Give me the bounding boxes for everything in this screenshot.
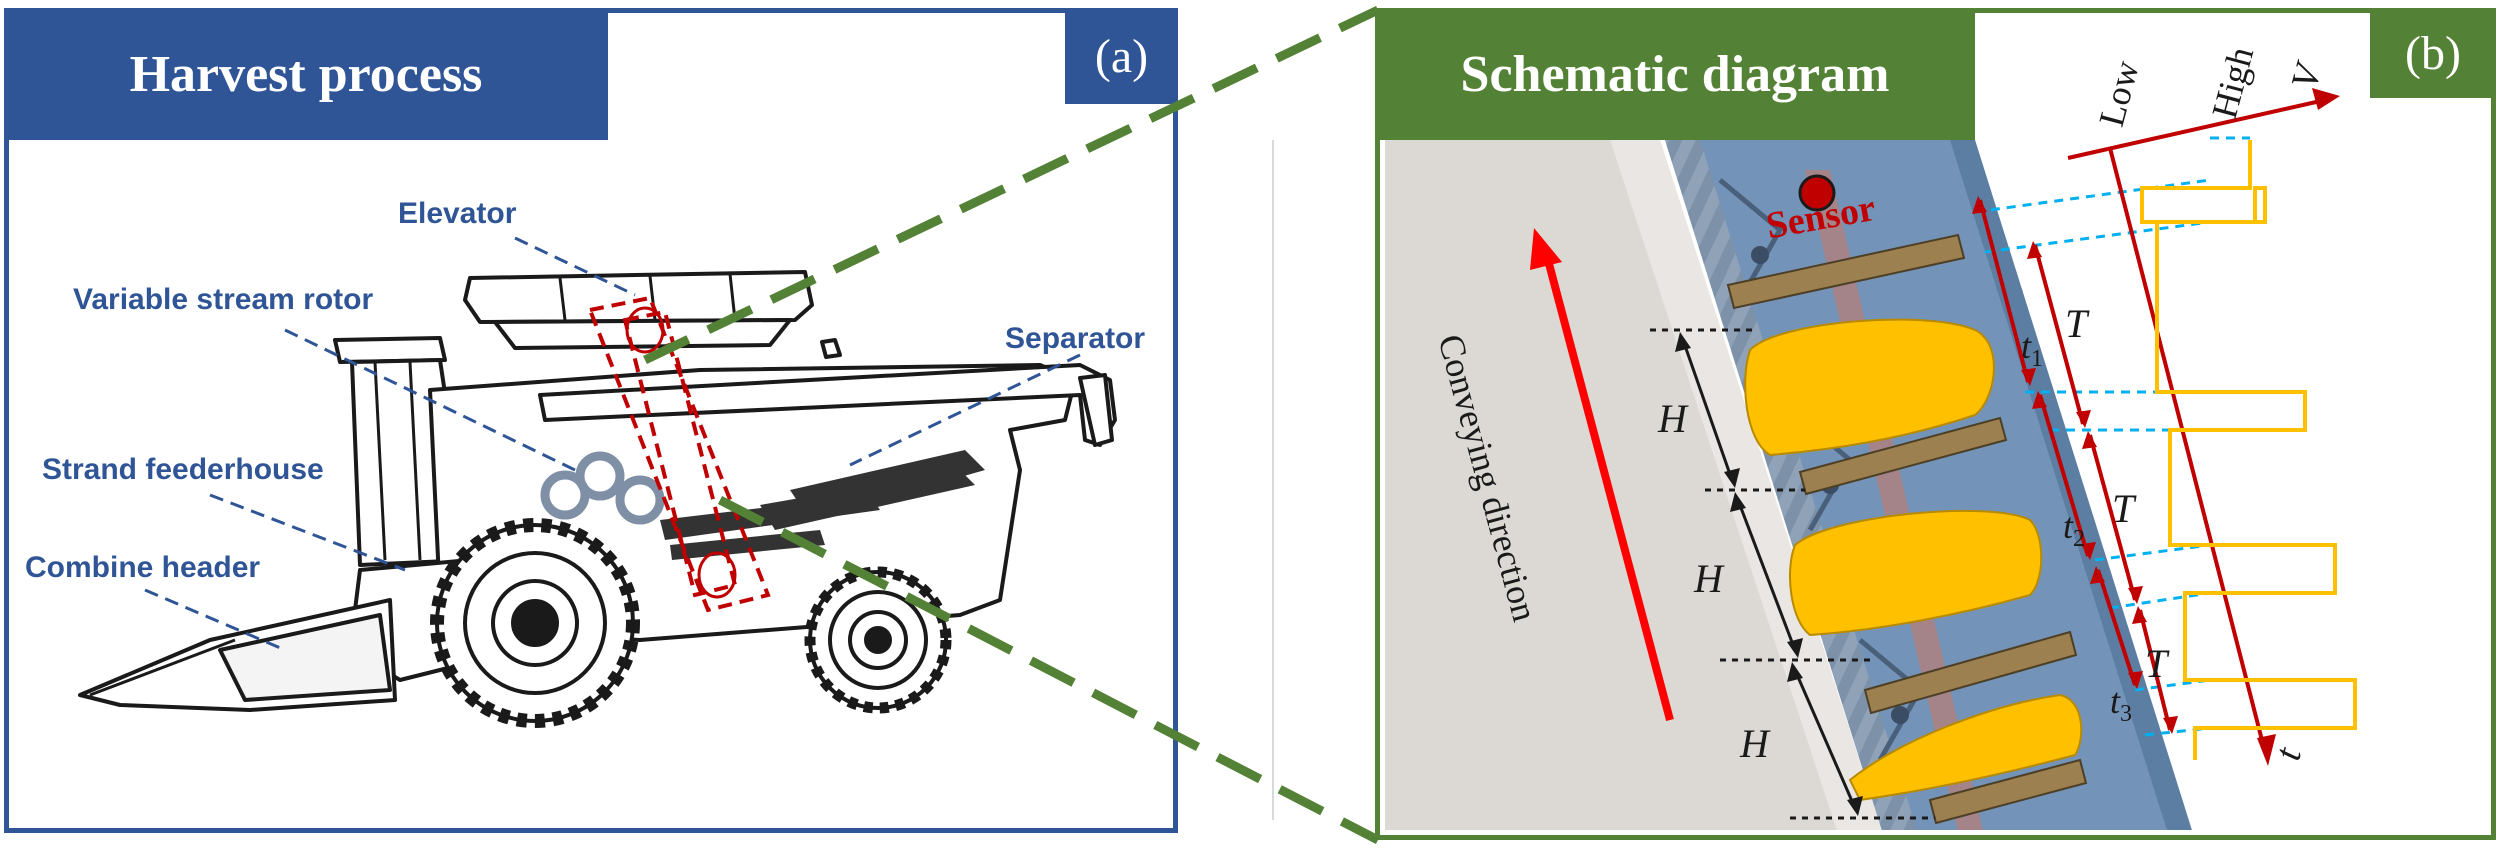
t-label-3: t	[2110, 681, 2121, 721]
t-sub-label-3: t3	[2110, 680, 2132, 728]
h-dim-arrowheads	[1675, 332, 1863, 816]
period-label-1: T	[2065, 301, 2088, 346]
crop-pile-2	[1789, 509, 2043, 637]
t-sub-3: 3	[2120, 701, 2133, 728]
label-strand-feederhouse: Strand feederhouse	[42, 453, 324, 486]
signal-axes	[2067, 98, 2326, 753]
elevator-highlight	[587, 295, 771, 613]
label-elevator: Elevator	[398, 197, 517, 230]
chute-wall	[1385, 140, 1882, 830]
t-label-1: t	[2021, 326, 2032, 366]
panel-b-tag: (b)	[2370, 8, 2496, 98]
crop-piles	[1744, 318, 2083, 802]
panel-a-title: Harvest process	[4, 8, 608, 140]
conveying-arrow	[1530, 228, 1674, 722]
sensor-dot	[1798, 174, 1836, 212]
period-label-2: T	[2112, 486, 2135, 531]
crop-pile-1	[1744, 318, 1995, 457]
label-combine-header: Combine header	[25, 551, 261, 584]
t-sub-label-1: t1	[2021, 325, 2043, 373]
signal-waveform	[2140, 140, 2357, 760]
crop-pile-3	[1848, 693, 2083, 802]
v-axis-arrowhead	[2312, 88, 2340, 110]
timing-arrowheads	[1972, 196, 2178, 734]
h-label-3: H	[1740, 721, 1769, 766]
t-axis-arrowhead	[2257, 734, 2276, 766]
zoom-lines	[643, 5, 1381, 844]
paddles	[1726, 233, 2088, 825]
panel-a-leader-lines	[144, 236, 1081, 652]
label-separator: Separator	[1005, 322, 1146, 355]
t-sub-label-2: t2	[2063, 505, 2085, 553]
panel-b-title: Schematic diagram	[1375, 8, 1975, 140]
t-label-2: t	[2063, 506, 2074, 546]
label-variable-stream-rotor: Variable stream rotor	[73, 283, 374, 316]
t-sub-1: 1	[2031, 346, 2044, 373]
t-sub-2: 2	[2073, 526, 2086, 553]
timing-arrows	[1978, 199, 2172, 731]
h-label-1: H	[1658, 396, 1687, 441]
h-label-2: H	[1694, 556, 1723, 601]
panel-a-tag: (a)	[1065, 8, 1178, 104]
h-dimensions	[1650, 328, 1935, 820]
combine-harvester-drawing	[78, 270, 1117, 728]
period-label-3: T	[2145, 641, 2168, 686]
